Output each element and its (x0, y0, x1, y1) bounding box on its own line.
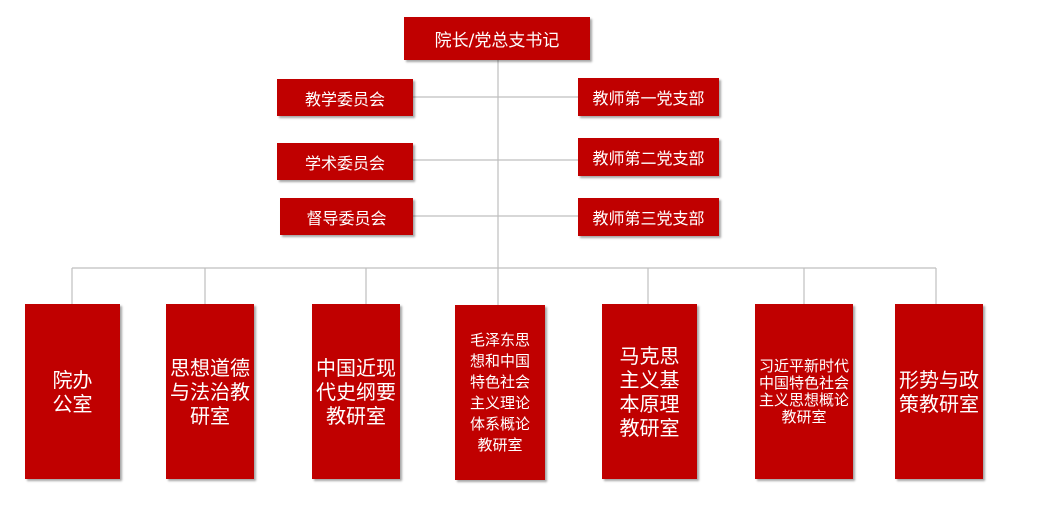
branch-box-2: 教师第二党支部 (578, 138, 719, 176)
unit-box-policy: 形势与政策教研室 (895, 304, 983, 479)
unit-label: 习近平新时代中国特色社会主义思想概论教研室 (759, 356, 850, 426)
head-box: 院长/党总支书记 (404, 17, 590, 60)
committee-box-supervision: 督导委员会 (280, 198, 413, 235)
branch-box-1: 教师第一党支部 (578, 78, 719, 116)
unit-box-mao-theory: 毛泽东思想和中国特色社会主义理论体系概论教研室 (455, 305, 545, 480)
unit-label: 院办公室 (52, 367, 93, 416)
committee-label: 督导委员会 (306, 208, 387, 228)
unit-box-xi-thought: 习近平新时代中国特色社会主义思想概论教研室 (755, 304, 853, 479)
branch-box-3: 教师第三党支部 (578, 198, 719, 236)
unit-label: 毛泽东思想和中国特色社会主义理论体系概论教研室 (469, 330, 530, 454)
committee-box-academic: 学术委员会 (277, 143, 413, 180)
unit-box-marxism: 马克思主义基本原理教研室 (602, 304, 697, 479)
unit-box-morality-law: 思想道德与法治教研室 (166, 304, 254, 479)
unit-label: 形势与政策教研室 (899, 367, 979, 416)
unit-box-office: 院办公室 (25, 304, 120, 479)
branch-label: 教师第一党支部 (592, 89, 705, 108)
unit-label: 思想道德与法治教研室 (170, 355, 250, 428)
committee-label: 教学委员会 (304, 89, 385, 109)
unit-label: 马克思主义基本原理教研室 (619, 343, 680, 440)
committee-label: 学术委员会 (304, 153, 385, 173)
unit-label: 中国近现代史纲要教研室 (316, 355, 396, 428)
branch-label: 教师第二党支部 (592, 149, 705, 168)
branch-label: 教师第三党支部 (592, 209, 705, 228)
committee-box-teaching: 教学委员会 (277, 79, 413, 116)
unit-box-modern-history: 中国近现代史纲要教研室 (312, 304, 400, 479)
head-label: 院长/党总支书记 (434, 31, 560, 51)
